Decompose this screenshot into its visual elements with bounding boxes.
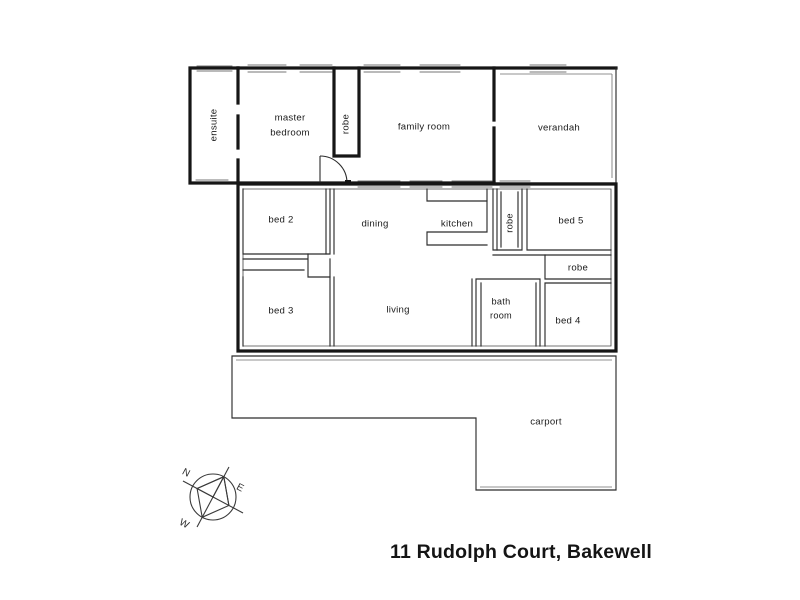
- label-carport: carport: [530, 417, 562, 428]
- carport-and-driveway-outline: [231, 355, 617, 491]
- bathroom-walls: [475, 278, 541, 347]
- label-living: living: [386, 305, 409, 316]
- label-bath-room-line1: bath: [492, 296, 511, 306]
- label-master-bedroom-line1: master: [275, 113, 306, 124]
- label-verandah: verandah: [538, 123, 580, 134]
- label-bed-3: bed 3: [268, 306, 293, 317]
- robe-bed4-walls: [544, 254, 612, 280]
- master-robe-walls: [332, 66, 361, 158]
- bed4-walls: [544, 282, 612, 347]
- upper-wing-windows: [247, 64, 567, 73]
- robe-bed5-walls: [496, 188, 523, 251]
- site-boundary-and-carport: [231, 355, 617, 491]
- robe-bed5-inner: [500, 191, 519, 248]
- lower-wing-top-windows: [357, 180, 531, 188]
- room-labels: ensuite master bedroom robe family room …: [209, 109, 588, 428]
- kitchen-bench: [426, 188, 488, 246]
- compass-circle: [189, 473, 237, 521]
- compass-nw-flag: [195, 475, 226, 498]
- label-kitchen: kitchen: [441, 219, 473, 230]
- label-bath-room-line2: room: [490, 310, 512, 320]
- lower-wing: [236, 180, 618, 353]
- label-family-room: family room: [398, 122, 450, 133]
- compass-needles: [182, 466, 244, 528]
- kitchen-robe-divider: [492, 188, 498, 251]
- bed5-walls: [526, 188, 612, 251]
- label-robe-bed5: robe: [504, 213, 514, 232]
- label-dining: dining: [361, 219, 388, 230]
- bathroom-inner-lines: [480, 282, 537, 347]
- ensuite-window-top: [196, 65, 233, 72]
- ensuite-walls: [188, 66, 240, 185]
- label-ensuite: ensuite: [209, 109, 220, 142]
- lower-wing-outline: [236, 182, 618, 353]
- page-title: 11 Rudolph Court, Bakewell: [390, 541, 652, 563]
- label-bed-4: bed 4: [555, 316, 581, 327]
- bed2-bed3-passage: [242, 253, 331, 278]
- label-bed-2: bed 2: [268, 215, 293, 226]
- verandah-inner-edge: [500, 73, 613, 178]
- bed2-walls: [242, 188, 331, 255]
- bed3-walls: [242, 276, 331, 347]
- ensuite-room-fill: [190, 68, 238, 183]
- master-bedroom-door-arc: [319, 155, 348, 184]
- label-robe-master: robe: [341, 114, 352, 134]
- compass-ne-flag: [223, 476, 230, 506]
- label-bed-5: bed 5: [558, 216, 583, 227]
- compass-label-east: E: [234, 482, 245, 495]
- label-master-bedroom-line2: bedroom: [270, 128, 310, 139]
- compass-label-north: N: [180, 467, 192, 480]
- label-robe-bed4: robe: [568, 263, 588, 274]
